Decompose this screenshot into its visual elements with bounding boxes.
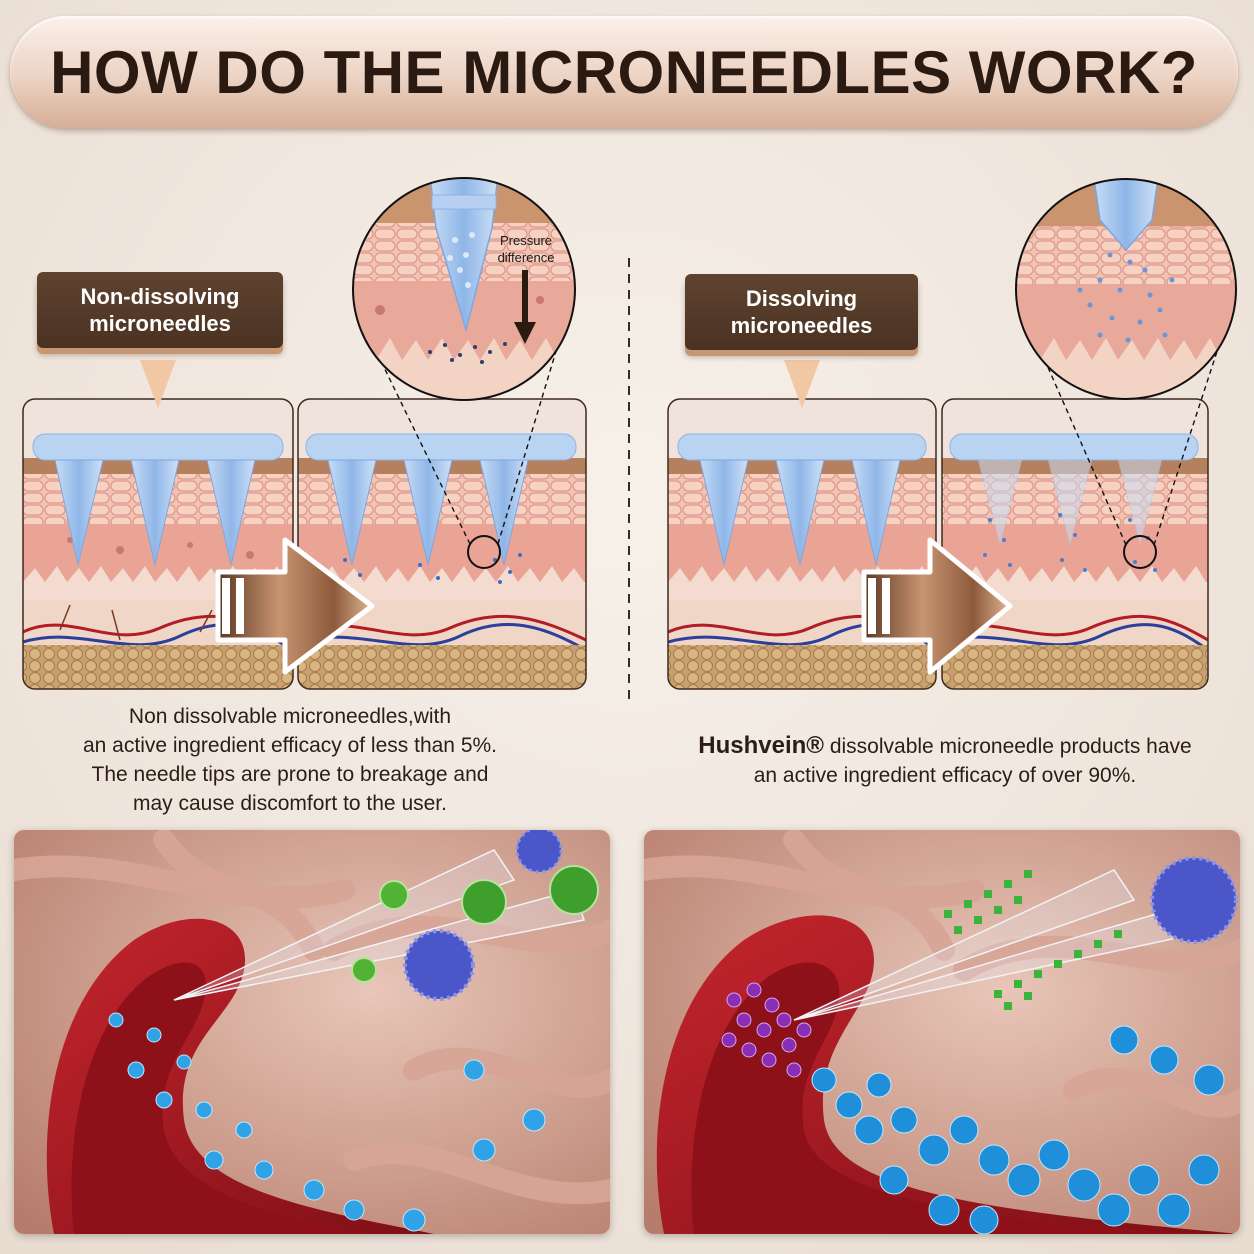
right-skin-diagram — [667, 178, 1237, 690]
right-transition-arrow — [861, 537, 1013, 675]
blood-vessel-high-efficacy — [644, 830, 1240, 1234]
virus-icon — [403, 929, 475, 1001]
right-panel-after — [942, 399, 1208, 689]
dissolving-label: Dissolving microneedles — [685, 274, 918, 350]
zoom-label-difference: difference — [498, 250, 555, 265]
right-panel-before — [668, 399, 936, 689]
page-title: HOW DO THE MICRONEEDLES WORK? — [50, 38, 1198, 106]
right-caption-line-1: dissolvable microneedle products have — [824, 735, 1192, 758]
left-skin-diagram: Pressure difference — [22, 177, 587, 690]
left-caption-line-4: may cause discomfort to the user. — [133, 792, 447, 815]
left-transition-arrow — [215, 537, 375, 675]
right-caption-line-2: an active ingredient efficacy of over 90… — [753, 764, 1137, 787]
virus-icon — [1150, 856, 1238, 944]
title-banner: HOW DO THE MICRONEEDLES WORK? — [10, 16, 1238, 128]
left-caption-line-2: an active ingredient efficacy of less th… — [82, 734, 498, 757]
blood-vessel-low-efficacy — [14, 830, 610, 1234]
bottom-left-illustration — [14, 830, 610, 1234]
non-dissolving-label: Non-dissolving microneedles — [37, 272, 283, 348]
bottom-right-illustration — [644, 830, 1240, 1234]
left-caption-line-3: The needle tips are prone to breakage an… — [91, 763, 489, 786]
left-caption: Non dissolvable microneedles,with an act… — [30, 702, 550, 818]
left-caption-line-1: Non dissolvable microneedles,with — [128, 705, 452, 728]
left-panel-before — [23, 399, 293, 689]
brand-name: Hushvein® — [698, 732, 824, 759]
right-caption: Hushvein® dissolvable microneedle produc… — [660, 731, 1230, 790]
left-panel-after — [298, 399, 586, 689]
zoom-label-pressure: Pressure — [500, 233, 552, 248]
